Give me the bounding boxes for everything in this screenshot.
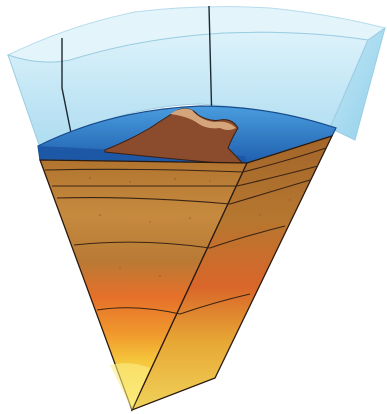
earth-layers-diagram bbox=[0, 0, 387, 414]
